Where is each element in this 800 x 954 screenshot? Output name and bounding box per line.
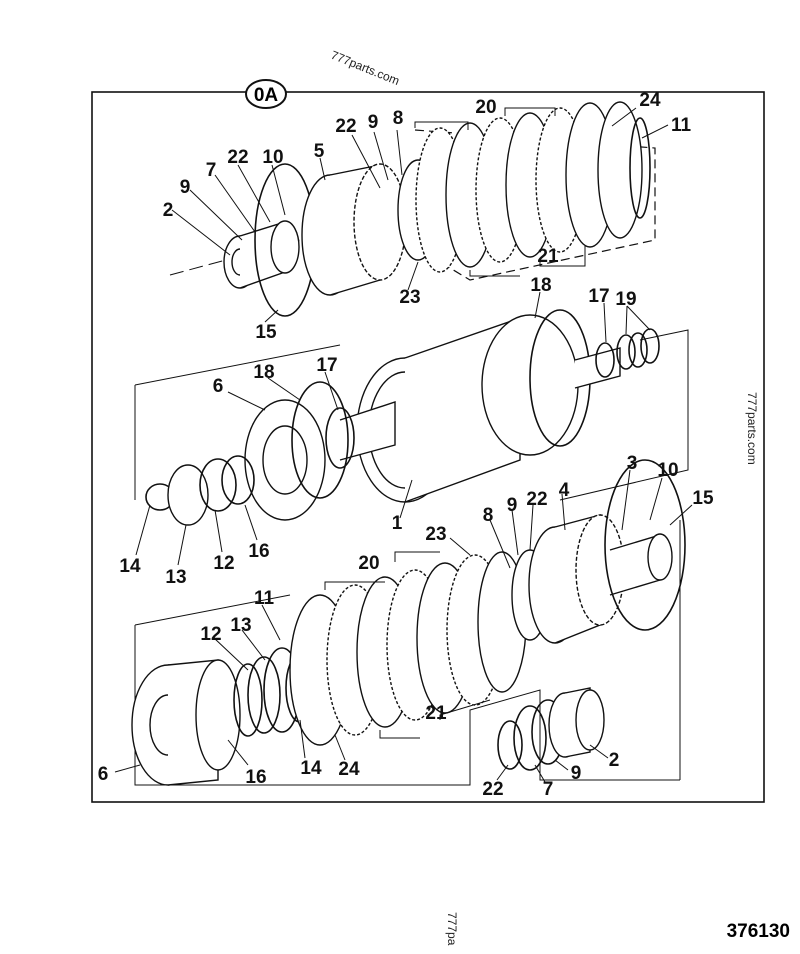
piston-6 xyxy=(244,399,326,521)
callout-bot-8: 8 xyxy=(483,505,494,526)
diagram-frame xyxy=(91,91,765,803)
callout-top-23: 23 xyxy=(399,287,420,308)
callout-top-21: 21 xyxy=(537,246,559,267)
watermark-top: 777parts.com xyxy=(329,48,402,88)
figure-number: 376130 xyxy=(727,921,790,942)
snap-ring-11 xyxy=(629,117,651,219)
callout-mid-18a: 18 xyxy=(530,275,551,296)
callout-top-8: 8 xyxy=(393,108,404,129)
seal-17 xyxy=(325,407,355,469)
callout-top-7: 7 xyxy=(206,160,217,181)
callout-mid-13: 13 xyxy=(165,567,186,588)
callout-bot-7: 7 xyxy=(543,779,554,800)
callout-bot-4: 4 xyxy=(559,480,570,501)
gear-4 xyxy=(528,514,625,644)
callout-bot-2: 2 xyxy=(609,750,620,771)
callout-mid-16: 16 xyxy=(248,541,269,562)
piston-6-bottom xyxy=(131,659,241,786)
callout-mid-14: 14 xyxy=(119,556,141,577)
clutch-plates-top xyxy=(415,101,643,273)
callout-top-9a: 9 xyxy=(368,112,379,133)
callout-top-20: 20 xyxy=(475,97,496,118)
shaft-end-2 xyxy=(223,220,300,289)
callout-mid-6: 6 xyxy=(213,376,224,397)
callout-mid-17a: 17 xyxy=(588,286,609,307)
retainer-13 xyxy=(167,464,209,526)
callout-top-11: 11 xyxy=(671,115,692,136)
middle-assembly xyxy=(134,291,689,566)
bottom-assembly xyxy=(114,459,693,786)
callout-bot-10: 10 xyxy=(657,460,678,481)
callout-bot-3: 3 xyxy=(627,453,638,474)
seal-18 xyxy=(291,381,349,499)
gear-5 xyxy=(301,163,407,296)
callout-bot-6: 6 xyxy=(98,764,109,785)
view-label-badge: 0A xyxy=(245,79,287,109)
callout-bot-11: 11 xyxy=(254,588,275,609)
callout-mid-19: 19 xyxy=(615,289,636,310)
watermark-right: 777parts.com xyxy=(745,392,759,465)
watermark-bottom: 777pa xyxy=(445,912,459,946)
callout-mid-18b: 18 xyxy=(253,362,274,383)
callout-bot-12: 12 xyxy=(200,624,221,645)
callout-bot-22a: 22 xyxy=(526,489,547,510)
bearing-2 xyxy=(548,687,605,758)
callout-bot-14: 14 xyxy=(300,758,322,779)
view-label: 0A xyxy=(254,85,279,106)
callout-top-10: 10 xyxy=(262,147,283,168)
callout-top-5: 5 xyxy=(314,141,325,162)
callout-bot-9b: 9 xyxy=(571,763,582,784)
callout-mid-17b: 17 xyxy=(316,355,337,376)
callout-bot-20: 20 xyxy=(358,553,379,574)
seal-ring-15-bottom xyxy=(604,459,686,631)
callout-bot-13: 13 xyxy=(230,615,251,636)
callout-bot-23: 23 xyxy=(425,524,446,545)
callout-bot-22b: 22 xyxy=(482,779,503,800)
clutch-drum-1 xyxy=(356,309,591,503)
callout-bot-15: 15 xyxy=(692,488,714,509)
callout-bot-9a: 9 xyxy=(507,495,518,516)
clutch-plates-bottom xyxy=(289,551,527,746)
callout-bot-16: 16 xyxy=(245,767,266,788)
top-assembly xyxy=(169,101,669,323)
callout-top-9b: 9 xyxy=(180,177,191,198)
callout-top-24: 24 xyxy=(639,90,661,111)
callout-mid-12: 12 xyxy=(213,553,234,574)
callout-top-22a: 22 xyxy=(335,116,356,137)
callout-bot-24: 24 xyxy=(338,759,360,780)
callout-top-2: 2 xyxy=(163,200,174,221)
callout-top-15: 15 xyxy=(255,322,277,343)
callout-bot-21: 21 xyxy=(425,703,447,724)
callout-mid-1: 1 xyxy=(392,513,403,534)
callout-top-22b: 22 xyxy=(227,147,248,168)
spring-12 xyxy=(199,458,237,512)
